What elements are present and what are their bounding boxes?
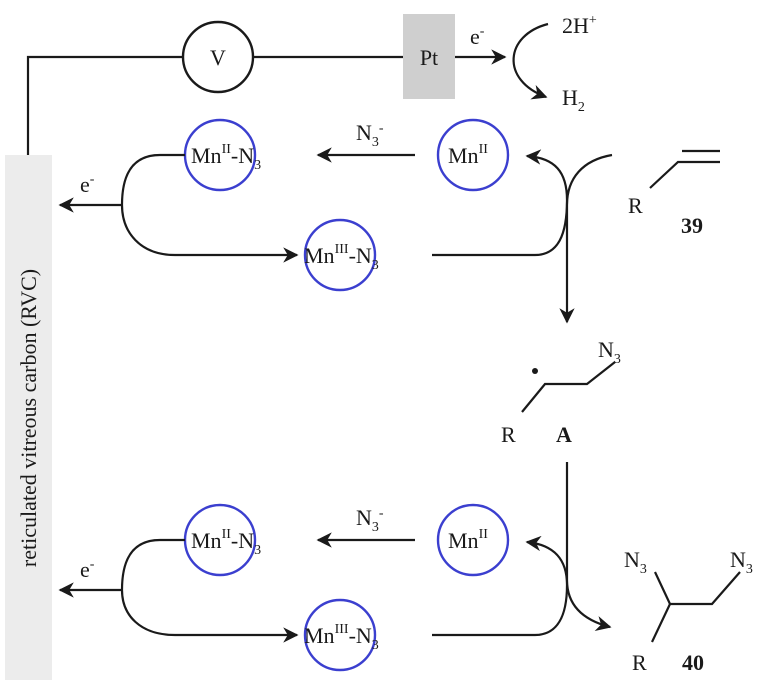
proton-label: 2H+	[562, 13, 597, 38]
upper-azide-label: N3-	[356, 120, 384, 150]
product-azide-2: N3	[730, 547, 753, 577]
lower-azide-label: N3-	[356, 505, 384, 535]
rvc-electrode: reticulated vitreous carbon (RVC)	[5, 155, 52, 680]
radical-to-product-arrow	[565, 462, 612, 631]
upper-alkene-arrow	[559, 153, 613, 324]
lower-mn2-n3-label: MnII-N3	[191, 527, 261, 558]
proton-reduction-arrow	[512, 22, 549, 100]
upper-mn3-n3-label: MnIII-N3	[304, 242, 379, 273]
radical-bonds	[521, 361, 616, 413]
lower-cycle: MnII-N3 MnII MnIII-N3 N3- e-	[58, 462, 612, 672]
lower-left-loop	[120, 538, 299, 643]
wire-left	[26, 55, 183, 155]
radical-r-label: R	[501, 422, 516, 447]
radical-azide-label: N3	[598, 337, 621, 367]
voltmeter-label: V	[210, 45, 226, 70]
upper-cycle: MnII-N3 MnII MnIII-N3 N3- e-	[58, 118, 613, 324]
lower-mn3-n3-circle	[303, 598, 377, 672]
lower-mn3-n3-label: MnIII-N3	[304, 622, 379, 653]
pt-electron-label: e-	[470, 24, 485, 49]
pt-label: Pt	[420, 45, 438, 70]
lower-electron-label: e-	[80, 557, 95, 582]
external-circuit: V Pt e- 2H+ H2	[26, 13, 597, 155]
product-number: 40	[682, 650, 704, 675]
lower-mn2-label: MnII	[448, 527, 488, 553]
alkene-bonds	[649, 160, 720, 189]
upper-mn2-label: MnII	[448, 142, 488, 168]
product-backbone	[654, 571, 741, 606]
upper-mn2-circle	[436, 118, 510, 192]
product-40: N3 N3 R 40	[624, 547, 753, 675]
upper-right-loop	[432, 149, 569, 257]
radical-label: A	[556, 422, 572, 447]
radical-a: N3 R A	[501, 337, 621, 447]
rvc-electrode-box	[5, 155, 52, 680]
radical-dot	[532, 368, 538, 374]
product-azide-1: N3	[624, 547, 647, 577]
substrate-39: R 39	[628, 149, 720, 238]
upper-electron-label: e-	[80, 172, 95, 197]
rvc-label: reticulated vitreous carbon (RVC)	[16, 269, 41, 567]
product-r-label: R	[632, 650, 647, 675]
hydrogen-label: H2	[562, 85, 585, 115]
upper-mn3-n3-circle	[303, 218, 377, 292]
product-r-bond	[651, 603, 671, 643]
upper-mn2-n3-label: MnII-N3	[191, 142, 261, 173]
lower-mn2-circle	[436, 503, 510, 577]
pt-electrode	[403, 14, 455, 99]
lower-right-loop	[432, 535, 569, 637]
substrate-number: 39	[681, 213, 703, 238]
voltmeter-circle	[181, 20, 255, 94]
substrate-r-label: R	[628, 193, 643, 218]
upper-left-loop	[120, 153, 299, 263]
